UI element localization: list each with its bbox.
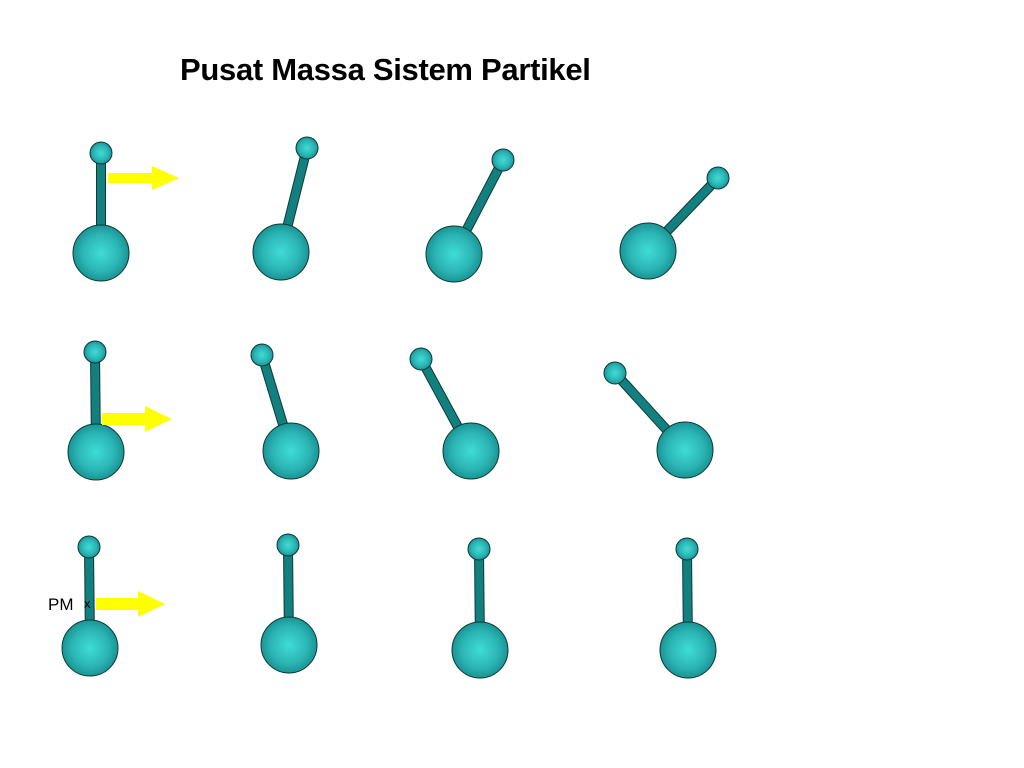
dumbbell-small-ball xyxy=(467,537,491,561)
arrow-row3 xyxy=(96,591,165,617)
dumbbell-small-ball xyxy=(706,166,730,190)
center-of-mass-marker: x xyxy=(84,596,91,611)
dumbbell-small-ball xyxy=(276,533,300,557)
dumbbell-small-ball xyxy=(89,141,113,165)
dumbbell-row2-1 xyxy=(67,340,125,481)
dumbbell-large-ball xyxy=(61,619,119,677)
dumbbell-large-ball xyxy=(451,621,509,679)
dumbbell-row1-4 xyxy=(619,166,730,280)
arrow-row2 xyxy=(102,406,172,432)
dumbbell-large-ball xyxy=(656,421,714,479)
dumbbell-small-ball xyxy=(83,340,107,364)
dumbbell-row2-4 xyxy=(603,361,714,479)
center-of-mass-label: PM xyxy=(48,595,74,614)
dumbbell-row3-3 xyxy=(451,537,509,679)
dumbbell-small-ball xyxy=(250,343,274,367)
dumbbell-large-ball xyxy=(260,616,318,674)
dumbbell-row3-4 xyxy=(659,537,717,679)
dumbbell-small-ball xyxy=(603,361,627,385)
dumbbell-row1-2 xyxy=(252,136,319,281)
dumbbell-small-ball xyxy=(409,347,433,371)
dumbbell-small-ball xyxy=(675,537,699,561)
dumbbell-row1-1 xyxy=(72,141,130,282)
dumbbell-row2-3 xyxy=(409,347,500,480)
dumbbell-row1-3 xyxy=(425,148,515,283)
arrow-row1 xyxy=(108,166,179,190)
dumbbell-small-ball xyxy=(491,148,515,172)
dumbbell-row2-2 xyxy=(250,343,320,480)
slide-title: Pusat Massa Sistem Partikel xyxy=(180,52,591,87)
dumbbell-small-ball xyxy=(77,535,101,559)
dumbbell-large-ball xyxy=(67,423,125,481)
dumbbell-row3-1 xyxy=(61,535,119,677)
dumbbell-row3-2 xyxy=(260,533,318,674)
dumbbell-large-ball xyxy=(72,224,130,282)
dumbbell-large-ball xyxy=(619,222,677,280)
dumbbell-large-ball xyxy=(442,422,500,480)
dumbbell-large-ball xyxy=(252,223,310,281)
dumbbell-large-ball xyxy=(425,225,483,283)
dumbbell-large-ball xyxy=(659,621,717,679)
dumbbell-small-ball xyxy=(295,136,319,160)
dumbbell-large-ball xyxy=(262,422,320,480)
